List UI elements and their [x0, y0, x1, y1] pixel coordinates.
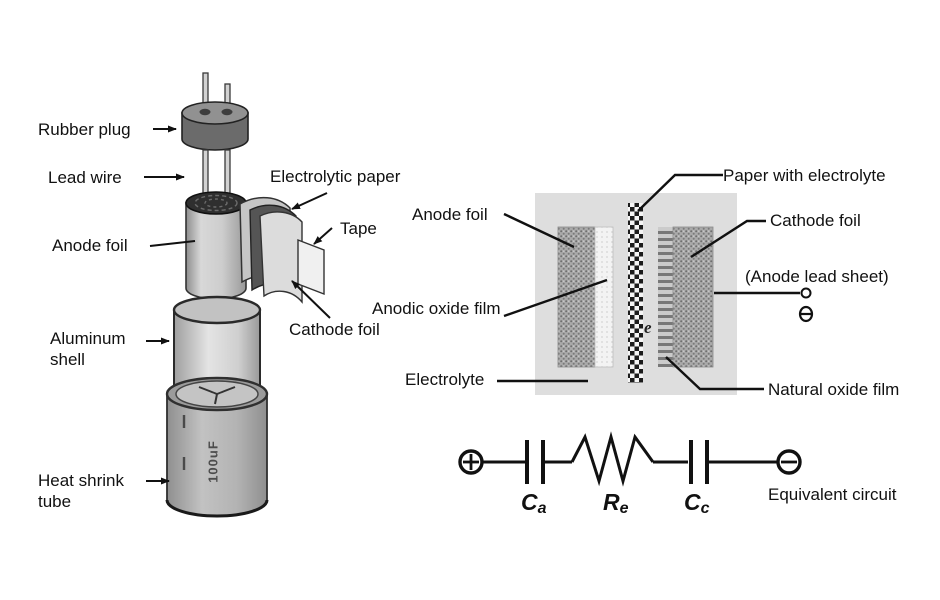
label-anode-foil-left: Anode foil [52, 236, 128, 255]
anode-lead-terminal-graphic [800, 287, 812, 299]
left-leader-lines [144, 125, 333, 485]
aluminum-shell-graphic [172, 295, 262, 402]
cathode-foil-block-graphic [672, 226, 714, 368]
minus-terminal-circuit-graphic [776, 449, 802, 475]
label-cathode-foil-left: Cathode foil [289, 320, 380, 339]
label-capacitance-cathode: Cc [684, 489, 710, 517]
paper-column-graphic [628, 203, 643, 383]
label-natural-oxide-film: Natural oxide film [768, 380, 900, 399]
label-resistance-electrolyte: Re [603, 489, 629, 517]
label-lead-wire: Lead wire [48, 168, 122, 187]
exploded-view [144, 72, 333, 518]
label-anode-foil-right: Anode foil [412, 205, 488, 224]
label-aluminum-shell: Aluminum shell [50, 329, 126, 369]
anodic-oxide-film-strip-graphic [594, 226, 614, 368]
label-electrolyte: Electrolyte [405, 370, 485, 389]
label-anodic-oxide-film: Anodic oxide film [372, 299, 501, 318]
vent-graphic [198, 386, 236, 405]
label-capacitance-anode: Ca [521, 489, 547, 517]
equivalent-circuit-graphic [458, 431, 802, 487]
label-heat-shrink-tube: Heat shrink tube [38, 471, 124, 511]
label-paper-with-electrolyte: Paper with electrolyte [723, 166, 886, 185]
anode-foil-block-graphic [557, 226, 596, 368]
resistor-graphic [570, 431, 655, 487]
right-leader-lines [497, 173, 800, 391]
tape-strip-graphic [297, 238, 325, 296]
capacitor-plates-graphic [525, 440, 709, 484]
label-rubber-plug: Rubber plug [38, 120, 131, 139]
minus-terminal-graphic [798, 305, 814, 323]
electron-symbol: e [644, 318, 652, 337]
label-equivalent-circuit: Equivalent circuit [768, 485, 897, 504]
heat-shrink-tube-graphic [165, 376, 269, 518]
capacitor-marking: 100uF [205, 440, 221, 483]
natural-oxide-film-strip-graphic [658, 227, 673, 367]
cross-section [497, 173, 814, 395]
label-cathode-foil-right: Cathode foil [770, 211, 861, 230]
unrolled-sheets-graphic [239, 196, 325, 304]
label-tape: Tape [340, 219, 377, 238]
label-anode-lead-sheet: (Anode lead sheet) [745, 267, 889, 286]
wound-element-graphic [185, 191, 247, 300]
plus-terminal-graphic [458, 449, 484, 475]
rubber-plug-graphic [181, 101, 249, 151]
label-electrolytic-paper: Electrolytic paper [270, 167, 401, 186]
